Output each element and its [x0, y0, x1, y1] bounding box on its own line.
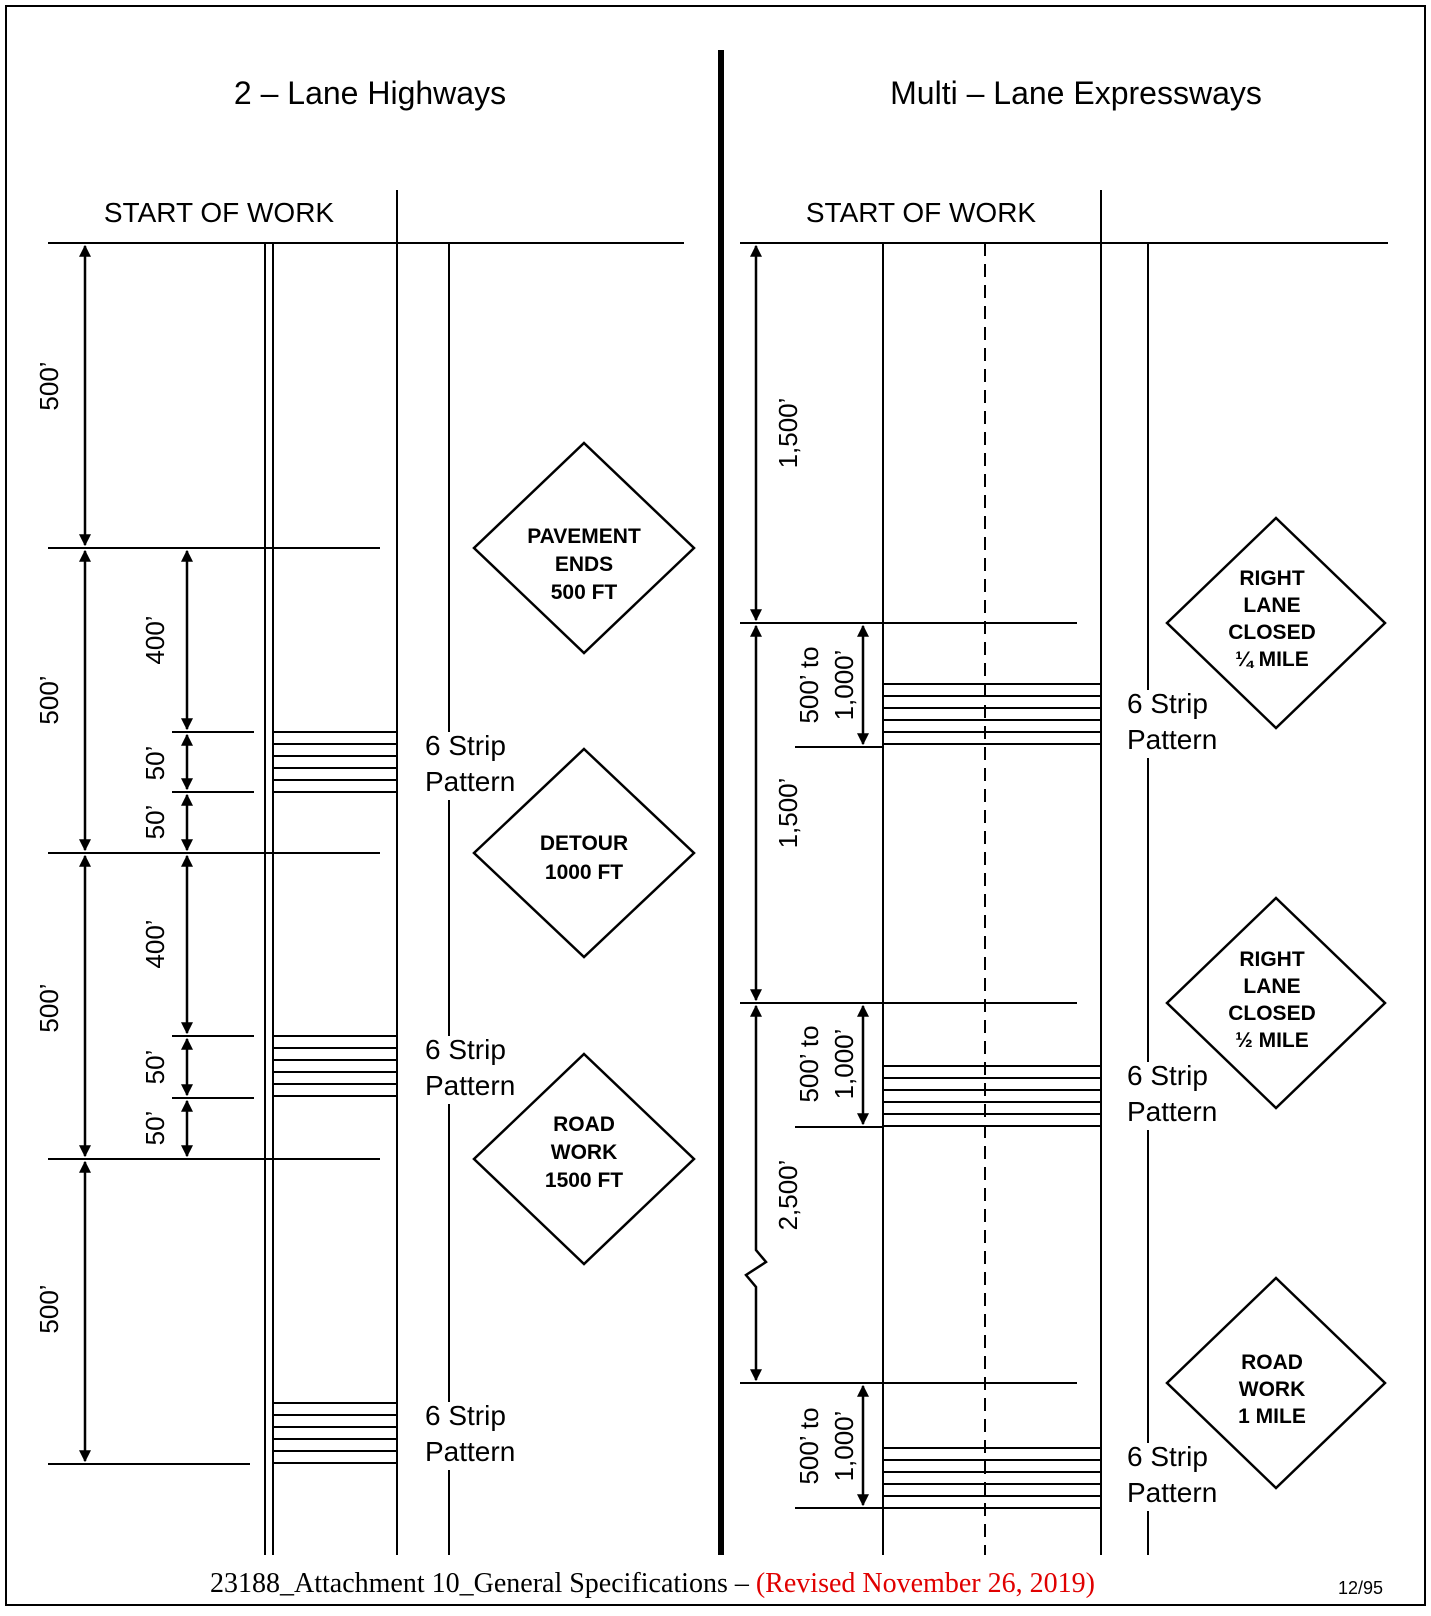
- left-gap-label-5: 50’: [140, 1050, 170, 1085]
- right-gap-2-line1: 500’ to: [794, 1025, 824, 1102]
- right-sign-2-line4: ½ MILE: [1235, 1029, 1309, 1052]
- right-sign-right-lane-closed-quarter: RIGHT LANE CLOSED ¼ MILE: [1165, 516, 1387, 730]
- left-strip-pattern-2: [273, 1035, 397, 1097]
- right-gap-2-line2: 1,000’: [829, 1029, 859, 1100]
- right-strip-label-1-line1: 6 Strip: [1127, 688, 1208, 719]
- right-strip-label-bg-2: [1124, 1062, 1216, 1130]
- right-strip-pattern-3: [883, 1447, 1101, 1509]
- footer-page-number: 12/95: [1338, 1578, 1384, 1598]
- left-strip-label-3-line1: 6 Strip: [425, 1400, 506, 1431]
- left-gap-label-1: 400’: [140, 615, 170, 664]
- left-panel: 2 – Lane Highways START OF WORK: [34, 75, 696, 1555]
- left-strip-label-bg-1: [420, 732, 512, 800]
- right-gap-3-line1: 500’ to: [794, 1407, 824, 1484]
- right-gap-1-line2: 1,000’: [829, 650, 859, 721]
- left-start-of-work-label: START OF WORK: [104, 197, 335, 228]
- right-dim-label-bg-1: [770, 390, 806, 476]
- left-gap-label-6: 50’: [140, 1111, 170, 1146]
- right-sign-2-line1: RIGHT: [1239, 948, 1305, 971]
- right-sign-3-line3: 1 MILE: [1238, 1405, 1306, 1428]
- right-sign-2-line3: CLOSED: [1228, 1002, 1316, 1025]
- left-dim-label-1: 500’: [34, 361, 64, 410]
- footer-doc-name: 23188_Attachment 10_General Specificatio…: [210, 1568, 756, 1599]
- left-strip-label-1-line2: Pattern: [425, 766, 515, 797]
- right-sign-1-line4: ¼ MILE: [1235, 648, 1309, 671]
- right-sign-1-line1: RIGHT: [1239, 567, 1305, 590]
- page-footer: 23188_Attachment 10_General Specificatio…: [0, 1568, 1431, 1604]
- right-strip-label-3-line2: Pattern: [1127, 1477, 1217, 1508]
- right-strip-label-2-line2: Pattern: [1127, 1096, 1217, 1127]
- left-strip-label-2-line2: Pattern: [425, 1070, 515, 1101]
- right-sign-road-work-1-mile: ROAD WORK 1 MILE: [1165, 1276, 1387, 1490]
- left-panel-title: 2 – Lane Highways: [234, 75, 506, 111]
- right-strip-label-2-line1: 6 Strip: [1127, 1060, 1208, 1091]
- right-sign-3-line1: ROAD: [1241, 1351, 1303, 1374]
- right-road-lines: [740, 190, 1388, 1555]
- right-strip-pattern-1: [883, 683, 1101, 745]
- right-panel-title: Multi – Lane Expressways: [890, 75, 1262, 111]
- left-sign-detour: DETOUR 1000 FT: [472, 747, 696, 959]
- right-sign-right-lane-closed-half: RIGHT LANE CLOSED ½ MILE: [1165, 896, 1387, 1110]
- left-road-lines: [48, 190, 684, 1555]
- left-sign-3-line2: WORK: [551, 1141, 618, 1164]
- right-gap-3-line2: 1,000’: [829, 1411, 859, 1482]
- left-sign-2-line1: DETOUR: [540, 832, 628, 855]
- right-start-of-work-label: START OF WORK: [806, 197, 1037, 228]
- left-gap-label-2: 50’: [140, 746, 170, 781]
- right-sign-1-line3: CLOSED: [1228, 621, 1316, 644]
- left-gap-label-4: 400’: [140, 919, 170, 968]
- right-panel: Multi – Lane Expressways START OF WORK: [740, 75, 1388, 1555]
- left-gap-label-3: 50’: [140, 805, 170, 840]
- left-strip-label-bg-2: [420, 1036, 512, 1104]
- left-strip-pattern-3: [273, 1402, 397, 1464]
- right-dim-label-1: 1,500’: [773, 398, 803, 469]
- left-sign-2-line2: 1000 FT: [545, 861, 623, 884]
- left-dim-label-2: 500’: [34, 675, 64, 724]
- left-sign-3-line3: 1500 FT: [545, 1169, 623, 1192]
- right-sign-2-line2: LANE: [1243, 975, 1300, 998]
- left-sign-1-line2: ENDS: [555, 553, 613, 576]
- left-strip-label-3-line2: Pattern: [425, 1436, 515, 1467]
- left-sign-pavement-ends: PAVEMENT ENDS 500 FT: [472, 441, 696, 655]
- right-dim-label-2: 1,500’: [773, 778, 803, 849]
- left-strip-pattern-1: [273, 731, 397, 793]
- right-dim-label-3: 2,500’: [773, 1160, 803, 1231]
- right-sign-1-line2: LANE: [1243, 594, 1300, 617]
- right-gap-1-line1: 500’ to: [794, 646, 824, 723]
- footer-doc-title: 23188_Attachment 10_General Specificatio…: [210, 1568, 1095, 1600]
- right-dim-label-bg-2: [770, 770, 806, 856]
- left-dim-label-3: 500’: [34, 983, 64, 1032]
- left-strip-label-bg-3: [420, 1402, 512, 1470]
- left-sign-road-work: ROAD WORK 1500 FT: [472, 1052, 696, 1266]
- left-sign-1-line1: PAVEMENT: [527, 525, 641, 548]
- right-strip-label-1-line2: Pattern: [1127, 724, 1217, 755]
- right-strip-label-3-line1: 6 Strip: [1127, 1441, 1208, 1472]
- footer-revision-date: (Revised November 26, 2019): [755, 1568, 1095, 1599]
- right-dim-break-symbol: [744, 1236, 768, 1300]
- left-strip-label-1-line1: 6 Strip: [425, 730, 506, 761]
- right-main-dimensions: [744, 244, 768, 1382]
- right-strip-label-bg-3: [1124, 1443, 1216, 1511]
- left-dim-label-4: 500’: [34, 1284, 64, 1333]
- right-strip-label-bg-1: [1124, 690, 1216, 758]
- right-strip-pattern-2: [883, 1065, 1101, 1127]
- right-sign-3-line2: WORK: [1239, 1378, 1306, 1401]
- left-sign-3-line1: ROAD: [553, 1113, 615, 1136]
- page-border: [5, 5, 1426, 1606]
- left-sign-1-line3: 500 FT: [551, 581, 618, 604]
- left-strip-label-2-line1: 6 Strip: [425, 1034, 506, 1065]
